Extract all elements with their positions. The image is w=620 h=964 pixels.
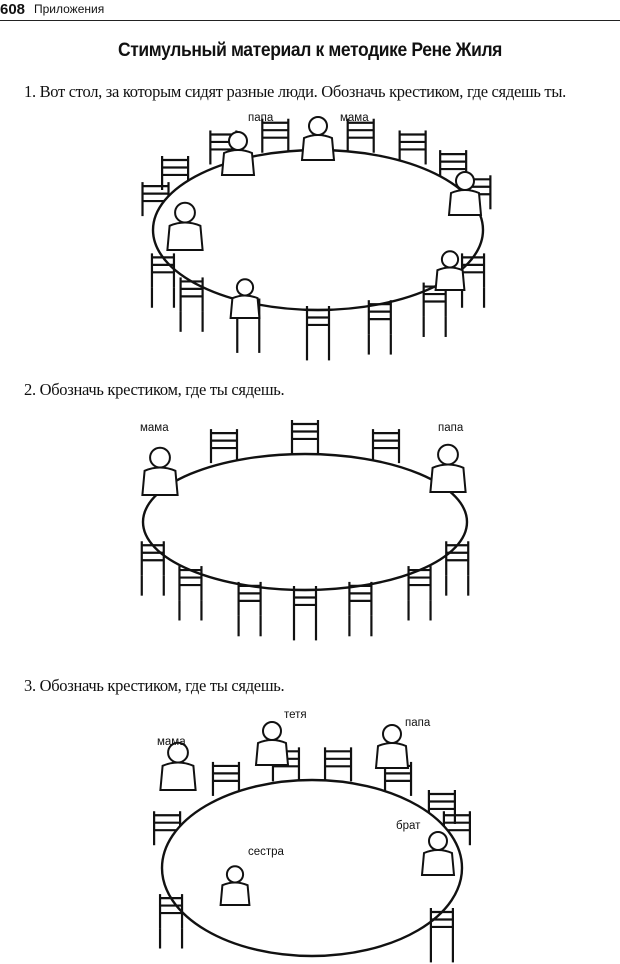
seated-person-icon — [219, 865, 251, 906]
chair-icon — [178, 566, 203, 621]
chair-icon — [445, 541, 470, 596]
seated-person-icon — [420, 831, 456, 876]
table-figure-2 — [140, 420, 470, 641]
task-3-text: 3. Обозначь крестиком, где ты сядешь. — [24, 676, 285, 695]
chair-icon — [237, 581, 262, 637]
table-ellipse — [160, 778, 464, 958]
label-papa-2: папа — [438, 422, 464, 434]
chair-icon — [398, 130, 427, 165]
chair-icon — [371, 429, 401, 464]
seated-person-icon — [159, 741, 197, 791]
seated-person-icon — [447, 171, 483, 216]
chair-icon — [422, 282, 447, 337]
label-papa-3: папа — [405, 717, 431, 729]
page-title: Стимульный материал к методике Рене Жиля — [117, 40, 503, 61]
chair-icon — [367, 300, 392, 355]
section-title: Приложения — [34, 2, 105, 16]
chair-icon — [179, 277, 204, 332]
chair-icon — [348, 581, 373, 637]
chair-icon — [209, 429, 239, 464]
page-number: 608 — [0, 1, 26, 18]
chair-icon — [140, 541, 165, 596]
chair-icon — [323, 747, 353, 782]
chair-icon — [290, 420, 320, 454]
chair-icon — [161, 156, 190, 190]
chair-icon — [292, 586, 318, 641]
table-figure-1 — [141, 116, 492, 361]
label-mama-1: мама — [340, 112, 369, 124]
chair-icon — [407, 566, 432, 621]
label-mama-3: мама — [157, 736, 186, 748]
seated-person-icon — [229, 278, 261, 319]
chair-icon — [346, 118, 375, 153]
seated-person-icon — [220, 131, 256, 176]
label-sestra: сестра — [248, 846, 284, 858]
label-papa-1: папа — [248, 112, 274, 124]
seated-person-icon — [141, 446, 179, 496]
chair-icon — [429, 908, 455, 963]
label-mama-2: мама — [140, 422, 169, 434]
task-1-text: 1. Вот стол, за которым сидят разные люд… — [24, 82, 566, 101]
chair-icon — [261, 118, 290, 153]
label-brat: брат — [396, 820, 421, 832]
seated-person-icon — [254, 721, 290, 766]
chair-icon — [158, 894, 184, 949]
seated-person-icon — [300, 116, 336, 161]
seated-person-icon — [434, 250, 466, 291]
page-header: 608 Приложения — [0, 0, 620, 21]
seated-person-icon — [374, 724, 410, 769]
chair-icon — [150, 253, 176, 308]
table-figure-3 — [153, 721, 471, 963]
chair-icon — [211, 761, 241, 796]
chair-icon — [305, 306, 331, 361]
task-2-text: 2. Обозначь крестиком, где ты сядешь. — [24, 380, 285, 399]
label-tetya: тетя — [284, 709, 307, 721]
seated-person-icon — [166, 201, 204, 251]
seated-person-icon — [429, 443, 467, 493]
